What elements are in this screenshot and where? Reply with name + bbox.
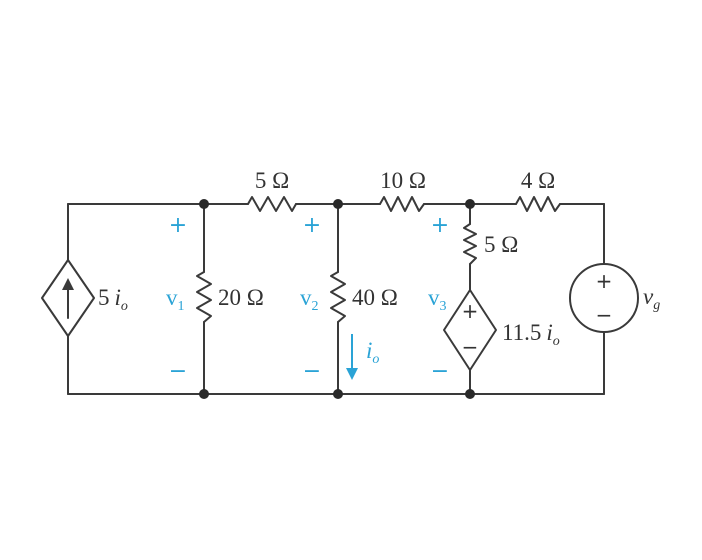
dep-source-minus-sign: −: [462, 335, 479, 359]
resistor-40-ohm: [330, 271, 346, 323]
label-r-shunt-2: 40 Ω: [352, 285, 398, 310]
arrow-down-icon: [346, 368, 358, 380]
v1-plus-sign: +: [169, 213, 187, 238]
nodes: [199, 199, 475, 399]
node-bottom-2: [333, 389, 343, 399]
label-r-top-2: 10 Ω: [380, 168, 426, 193]
current-io-arrow: [346, 334, 358, 380]
resistor-5-ohm-top: [247, 196, 297, 212]
node-bottom-1: [199, 389, 209, 399]
dependent-current-source: [41, 259, 95, 337]
label-r-top-3: 4 Ω: [521, 168, 555, 193]
node-top-2: [333, 199, 343, 209]
label-current-io: io: [366, 338, 379, 367]
resistor-20-ohm: [196, 271, 212, 323]
node-top-1: [199, 199, 209, 209]
label-v2: v2: [300, 285, 319, 314]
vg-minus-sign: −: [596, 303, 613, 327]
label-r-shunt-1: 20 Ω: [218, 285, 264, 310]
dependent-voltage-source: + −: [443, 289, 497, 371]
v2-minus-sign: −: [303, 359, 321, 384]
node-top-3: [465, 199, 475, 209]
resistor-10-ohm-top: [379, 196, 425, 212]
v2-plus-sign: +: [303, 213, 321, 238]
resistor-4-ohm-top: [515, 196, 561, 212]
label-r-series-3: 5 Ω: [484, 232, 518, 257]
v3-plus-sign: +: [431, 213, 449, 238]
vg-plus-sign: +: [596, 269, 613, 293]
wires: [67, 203, 605, 395]
arrow-up-icon: [62, 278, 74, 290]
v3-minus-sign: −: [431, 359, 449, 384]
dep-source-plus-sign: +: [462, 299, 479, 323]
node-bottom-3: [465, 389, 475, 399]
independent-voltage-source: + −: [569, 263, 639, 333]
resistor-5-ohm-vertical: [463, 223, 477, 265]
label-r-top-1: 5 Ω: [255, 168, 289, 193]
label-v3: v3: [428, 285, 447, 314]
label-v1: v1: [166, 285, 185, 314]
v1-minus-sign: −: [169, 359, 187, 384]
label-independent-voltage-source: vg: [643, 284, 660, 313]
